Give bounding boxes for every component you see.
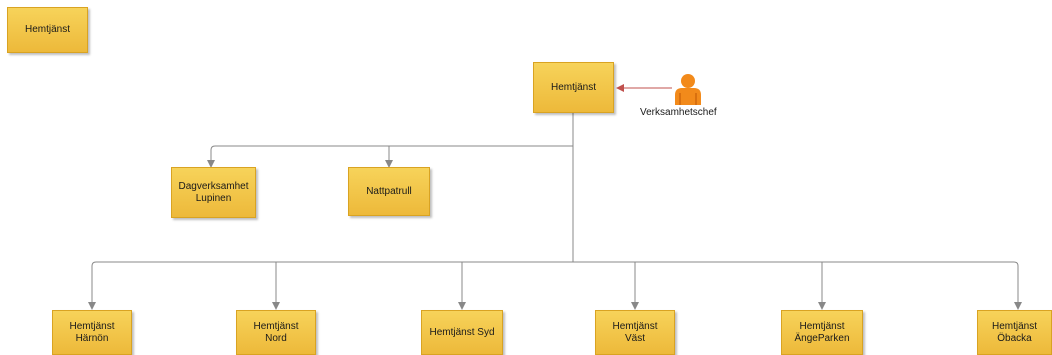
- unit-nattpatrull[interactable]: Nattpatrull: [348, 167, 430, 216]
- root-node[interactable]: Hemtjänst: [533, 62, 614, 113]
- branch-districts: [96, 261, 1022, 310]
- legend-label: Hemtjänst: [24, 24, 70, 35]
- manager-label: Verksamhetschef: [640, 107, 717, 118]
- district-harnon[interactable]: Hemtjänst Härnön: [52, 310, 132, 355]
- person-icon: [675, 74, 701, 105]
- branch-units: [207, 145, 573, 168]
- root-label: Hemtjänst: [550, 81, 596, 93]
- district-angeparken[interactable]: Hemtjänst ÄngeParken: [781, 310, 863, 355]
- district-obacka[interactable]: Hemtjänst Öbacka: [977, 310, 1052, 355]
- district-nord[interactable]: Hemtjänst Nord: [236, 310, 316, 355]
- district-syd[interactable]: Hemtjänst Syd: [421, 310, 503, 355]
- district-vast[interactable]: Hemtjänst Väst: [595, 310, 675, 355]
- unit-dagverksamhet[interactable]: Dagverksamhet Lupinen: [171, 167, 256, 218]
- legend-box[interactable]: Hemtjänst: [7, 7, 88, 53]
